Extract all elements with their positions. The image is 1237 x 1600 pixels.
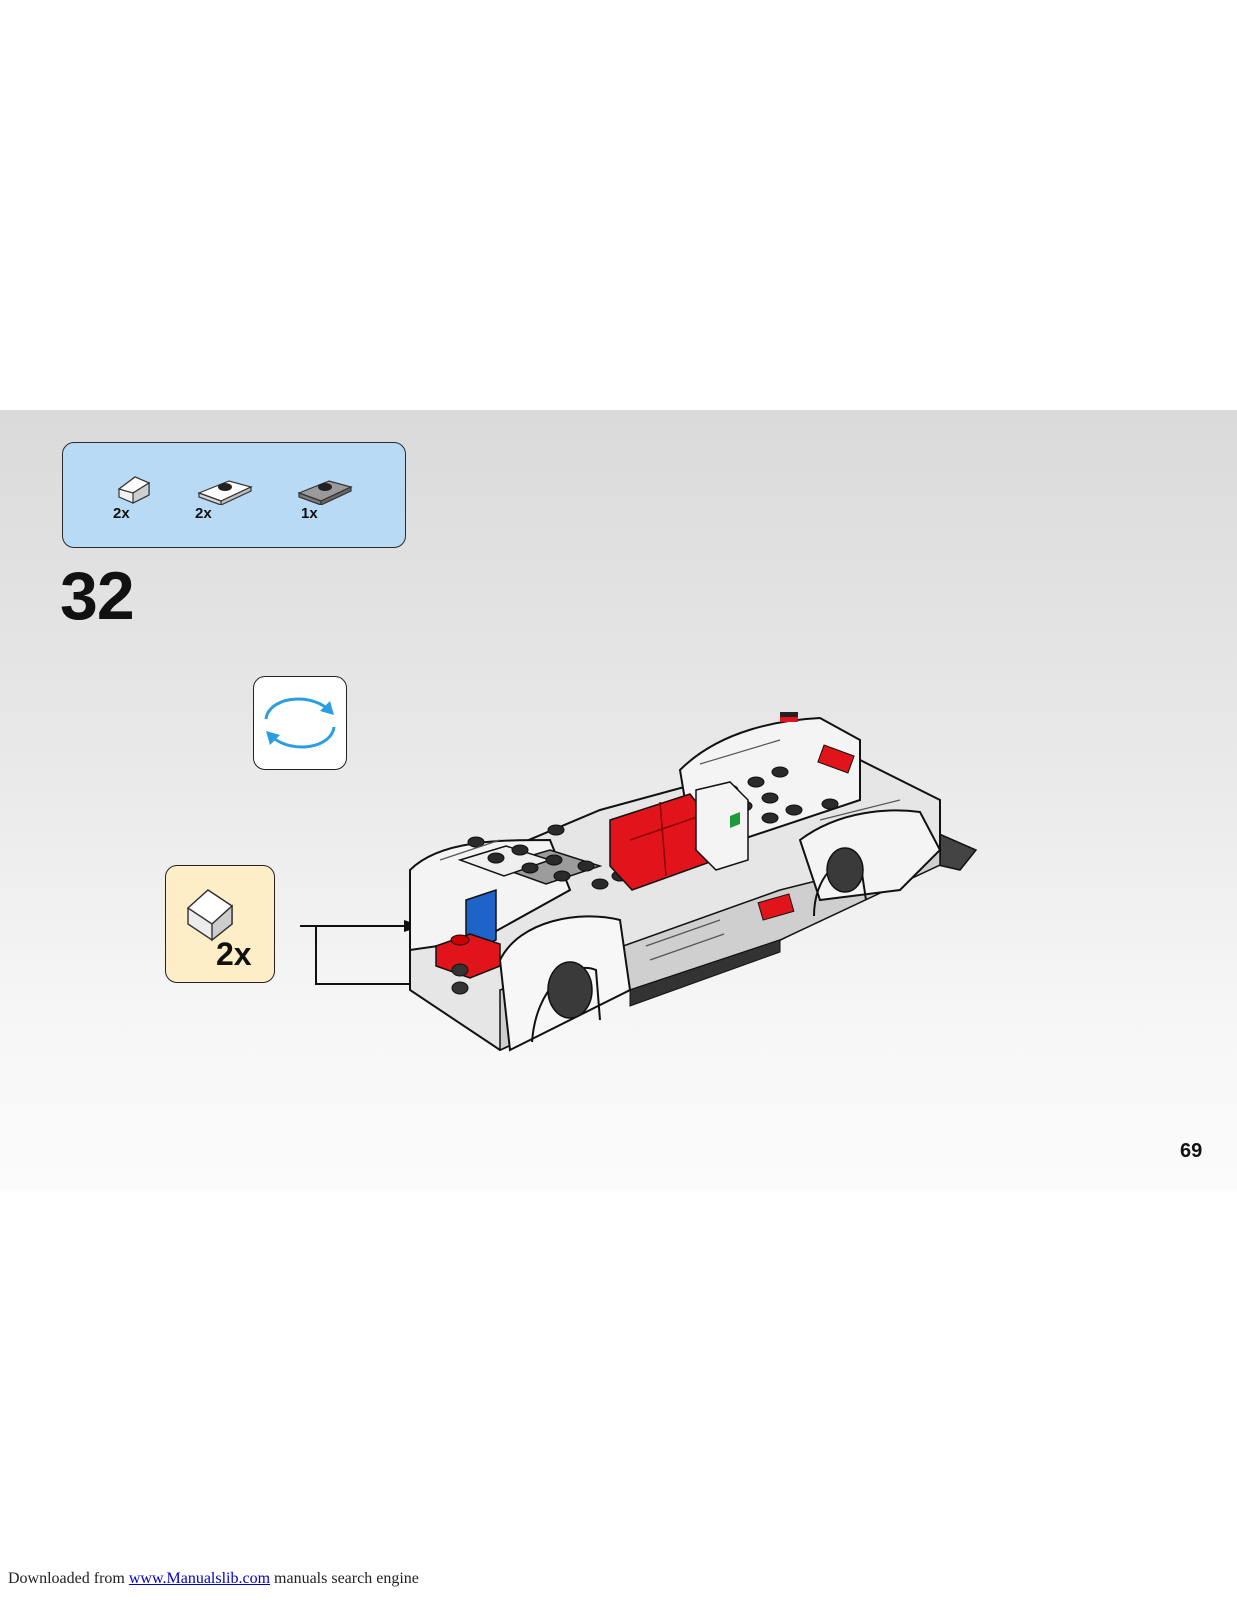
callout-quantity: 2x [216,936,252,973]
footer-prefix: Downloaded from [8,1570,129,1587]
step-number: 32 [60,562,134,630]
download-footer: Downloaded from www.Manualslib.com manua… [8,1570,419,1588]
part-quantity: 1x [301,505,318,522]
page-number: 69 [1180,1140,1202,1163]
manualslib-link[interactable]: www.Manualslib.com [129,1570,270,1587]
part-quantity: 2x [113,505,130,522]
sub-step-callout: 2x [165,865,275,983]
parts-list-item: 1x [295,459,359,529]
parts-list-item: 2x [195,459,259,529]
parts-list-box: 2x 2x 1x [62,442,406,548]
race-car-model-illustration [300,690,1000,1070]
white-slope-brick-icon [105,459,169,505]
parts-list-item: 2x [105,459,169,529]
gray-jumper-plate-icon [295,459,359,505]
footer-suffix: manuals search engine [270,1570,419,1587]
part-quantity: 2x [195,505,212,522]
white-jumper-plate-icon [195,459,259,505]
